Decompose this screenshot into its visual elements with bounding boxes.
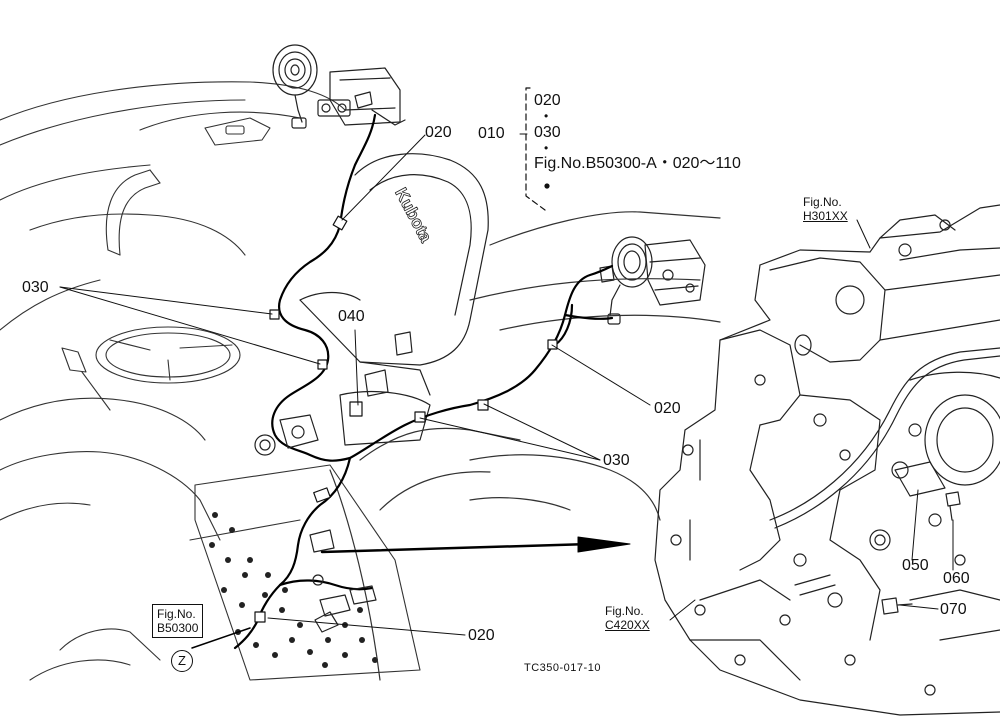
fig-ref-b503: Fig.No. B50300 [152, 604, 204, 638]
fig-ref-h301: Fig.No. H301XX [803, 195, 848, 223]
seat-brand-text: Kubota [391, 185, 436, 246]
fig-ref-b503-code: B50300 [157, 621, 199, 635]
fig-ref-h301-label: Fig.No. [803, 195, 842, 209]
bracket-dot-2: • [544, 141, 549, 155]
seat-outline [299, 153, 489, 446]
leader-lines [59, 133, 954, 636]
callout-070: 070 [940, 601, 967, 618]
z-leader [191, 627, 251, 649]
callout-040: 040 [338, 308, 365, 325]
callout-fig-bracket: Fig.No.B50300-A・020～110 [534, 155, 741, 172]
callout-060: 060 [943, 570, 970, 587]
callout-020-top: 020 [425, 124, 452, 141]
floor-plate-holes [209, 512, 378, 668]
callout-030-center: 030 [603, 452, 630, 469]
fig-ref-h301-code: H301XX [803, 209, 848, 223]
tractor-body-outline [0, 81, 421, 681]
callout-030-left: 030 [22, 279, 49, 296]
callout-020-bracket: 020 [534, 92, 561, 109]
callout-020-right: 020 [654, 400, 681, 417]
right-fender-outline [329, 211, 721, 681]
wire-harness [233, 113, 614, 650]
fig-ref-c420: Fig.No. C420XX [605, 604, 650, 632]
callout-050: 050 [902, 557, 929, 574]
bracket-dot-1: • [544, 109, 549, 123]
callout-010: 010 [478, 125, 505, 142]
lower-components [254, 369, 389, 633]
assembly-bracket-010 [525, 87, 550, 211]
harness-clamps [254, 215, 558, 623]
transmission-housing [654, 204, 1000, 716]
lamp-bracket-left [317, 67, 406, 126]
callout-020-bottom: 020 [468, 627, 495, 644]
connection-marker-z: Z [171, 650, 193, 672]
drawing-code: TC350-017-10 [524, 662, 601, 674]
fig-ref-c420-label: Fig.No. [605, 604, 644, 618]
fig-ref-b503-label: Fig.No. [157, 607, 196, 621]
fig-ref-c420-code: C420XX [605, 618, 650, 632]
lamp-bracket-right [599, 239, 706, 306]
callout-030-bracket: 030 [534, 124, 561, 141]
direction-arrow [320, 536, 631, 554]
beacon-lamp-left [272, 44, 318, 129]
